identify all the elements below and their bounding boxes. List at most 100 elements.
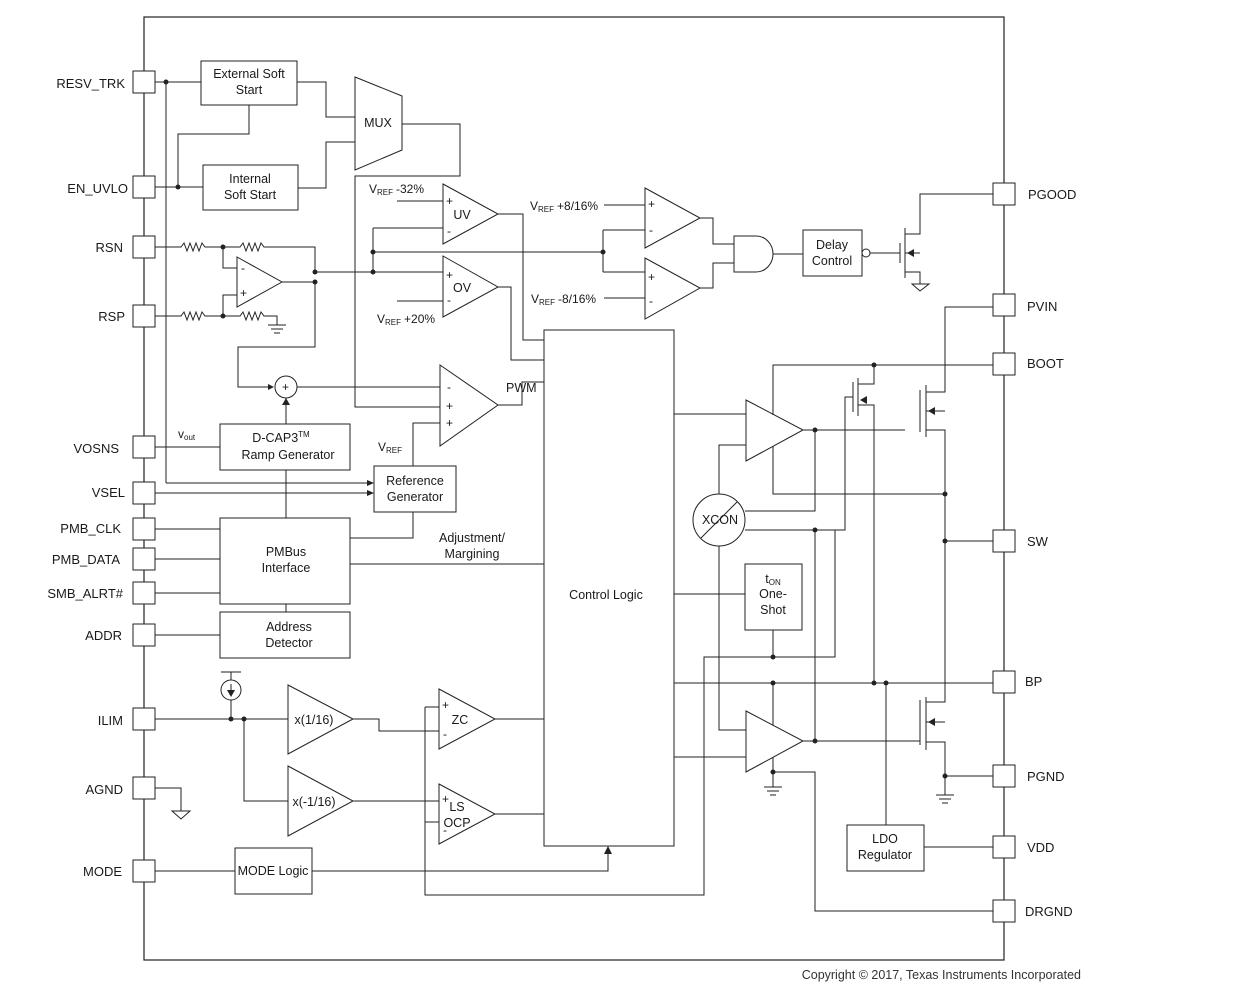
int-ss-line1: Internal xyxy=(229,172,271,186)
wire-pg-lo-out xyxy=(700,262,734,289)
zc-label: ZC xyxy=(452,713,469,727)
ls-driver xyxy=(745,710,805,773)
arrow-mode-up xyxy=(604,846,612,854)
ocp-minus: - xyxy=(443,823,447,837)
wire-xpos-to-zc xyxy=(353,718,439,732)
left-pins: RESV_TRK EN_UVLO RSN RSP VOSNS VSEL PMB_… xyxy=(47,70,156,883)
pin-vosns xyxy=(132,435,156,459)
wire-pwm-out xyxy=(498,381,544,406)
wire-pg-hi-out xyxy=(700,217,734,245)
label-ilim: ILIM xyxy=(98,713,123,728)
arrow-ref-2 xyxy=(367,490,374,496)
dcap3-ramp-generator xyxy=(219,423,351,471)
pin-drgnd xyxy=(992,899,1016,923)
hs-driver xyxy=(745,399,805,462)
pmbus-interface xyxy=(219,517,351,605)
node-xcon-ls xyxy=(812,527,818,533)
ocp-plus: + xyxy=(442,792,449,806)
label-pmb-data: PMB_DATA xyxy=(52,552,120,567)
diff-amp-section: - + + xyxy=(155,241,440,424)
node-ilim-1 xyxy=(228,716,234,722)
wire-intss-to-mux xyxy=(298,141,355,189)
node-diff-fb xyxy=(312,269,318,275)
wire-rsp-to-amp xyxy=(222,294,237,316)
ov-ref-label: VREF+20% xyxy=(377,312,435,327)
pgood-ground xyxy=(910,283,931,292)
ton-line3: Shot xyxy=(760,603,786,617)
pgood-fet-drain xyxy=(905,193,993,235)
wire-agnd xyxy=(155,787,182,811)
pwm-comparator xyxy=(439,364,499,447)
pin-vsel xyxy=(132,481,156,505)
delay-control-block xyxy=(802,229,863,277)
pin-ilim xyxy=(132,707,156,731)
wire-drgnd xyxy=(773,771,993,912)
wire-extss-to-en xyxy=(177,105,250,187)
pin-boot xyxy=(992,352,1016,376)
pin-mode xyxy=(132,859,156,883)
label-mode: MODE xyxy=(83,864,122,879)
wire-ilim xyxy=(155,700,288,720)
uv-ref-label: VREF-32% xyxy=(369,182,424,197)
pgood-fet-arrow xyxy=(907,249,914,257)
wire-mux-out xyxy=(354,123,461,408)
copyright-notice: Copyright © 2017, Texas Instruments Inco… xyxy=(802,968,1081,982)
zc-comparator xyxy=(438,688,497,750)
label-pgood: PGOOD xyxy=(1028,187,1076,202)
ls-fet-arrow xyxy=(928,718,935,726)
dcap3-line2: Ramp Generator xyxy=(241,448,334,462)
pin-addr xyxy=(132,623,156,647)
pg-lo-plus: + xyxy=(648,270,655,284)
pin-rsp xyxy=(132,304,156,328)
ov-plus: + xyxy=(446,268,453,282)
pin-vdd xyxy=(992,835,1016,859)
pg-hi-plus: + xyxy=(648,197,655,211)
control-logic-label: Control Logic xyxy=(569,588,643,602)
pg-hi-comparator xyxy=(644,187,702,249)
pmbus-line1: PMBus xyxy=(266,545,306,559)
label-rsn: RSN xyxy=(96,240,123,255)
wire-rsn xyxy=(155,241,316,272)
label-pvin: PVIN xyxy=(1027,299,1057,314)
boot-fet xyxy=(852,365,875,683)
pwm-plus-1: + xyxy=(446,399,453,413)
pin-pvin xyxy=(992,293,1016,317)
vout-label: vout xyxy=(178,427,196,442)
ext-ss-line2: Start xyxy=(236,83,263,97)
label-agnd: AGND xyxy=(85,782,123,797)
label-pmb-clk: PMB_CLK xyxy=(60,521,121,536)
ton-line2: One- xyxy=(759,587,787,601)
control-logic-block xyxy=(543,329,675,847)
x-neg-amplifier xyxy=(287,765,355,837)
mode-logic-label: MODE Logic xyxy=(238,864,309,878)
wire-rsn-to-amp xyxy=(222,247,237,269)
wire-rsp xyxy=(155,310,278,325)
ilim-source-top xyxy=(221,671,241,680)
pwm-plus-2: + xyxy=(446,416,453,430)
wire-extss-to-mux xyxy=(297,81,355,118)
pg-lo-ref-label: VREF-8/16% xyxy=(531,292,596,307)
ls-ocp-comparator xyxy=(438,783,497,845)
control-blocks: D-CAP3TM Ramp Generator vout Reference G… xyxy=(155,423,544,659)
hs-fet xyxy=(919,306,993,685)
wire-pmbus-to-ref xyxy=(350,512,414,539)
wire-uv-out xyxy=(498,213,544,341)
pin-pgnd xyxy=(992,764,1016,788)
pwm-minus: - xyxy=(447,380,451,394)
pin-pgood xyxy=(992,182,1016,206)
soft-start-section: External Soft Start Internal Soft Start … xyxy=(155,60,461,483)
diff-amp-minus: - xyxy=(241,261,245,275)
wire-diff-to-sum xyxy=(237,282,316,388)
label-smb-alrt: SMB_ALRT# xyxy=(47,586,123,601)
wire-ref-to-pwm xyxy=(412,422,440,466)
pin-pmb-data xyxy=(132,547,156,571)
label-drgnd: DRGND xyxy=(1025,904,1073,919)
ov-label: OV xyxy=(453,281,472,295)
pin-en-uvlo xyxy=(132,175,156,199)
pg-lo-minus: - xyxy=(649,294,653,308)
boot-fet-arrow xyxy=(860,396,867,404)
uv-comparator xyxy=(442,183,500,245)
pin-agnd xyxy=(132,776,156,800)
pin-rsn xyxy=(132,235,156,259)
